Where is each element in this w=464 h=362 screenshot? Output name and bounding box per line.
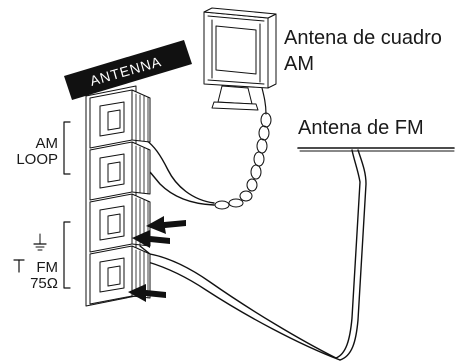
antenna-banner-bg xyxy=(64,40,192,100)
arrow-icon xyxy=(128,284,166,302)
fm-terminal-label-line2: 75Ω xyxy=(30,275,58,292)
fm-antenna xyxy=(135,147,455,361)
am-terminal-label-line2: LOOP xyxy=(16,151,58,168)
fm-terminal-1 xyxy=(89,193,151,253)
antenna-terminal-block xyxy=(85,85,151,307)
am-loop-antenna xyxy=(203,7,277,115)
arrow-icon xyxy=(132,230,170,248)
antenna-symbol-icon xyxy=(13,259,25,273)
ground-icon xyxy=(33,233,47,251)
fm-terminal-label: FM 75Ω xyxy=(13,221,71,292)
am-terminal-1 xyxy=(89,89,151,149)
am-terminal-2 xyxy=(89,141,151,201)
am-loop-terminal-label: AM LOOP xyxy=(16,121,71,175)
am-loop-antenna-label-line1: Antena de cuadro xyxy=(284,27,442,49)
am-loop-stand xyxy=(217,85,253,105)
fm-terminal-label-line1: FM xyxy=(36,259,58,276)
am-loop-inner xyxy=(215,25,257,75)
fm-insert-arrows xyxy=(128,216,186,302)
am-loop-lead-wire xyxy=(145,112,272,210)
am-loop-antenna-label-line2: AM xyxy=(284,53,314,75)
fm-antenna-label: Antena de FM xyxy=(298,117,424,139)
arrow-icon xyxy=(146,216,186,234)
am-terminal-label-line1: AM xyxy=(36,135,59,152)
